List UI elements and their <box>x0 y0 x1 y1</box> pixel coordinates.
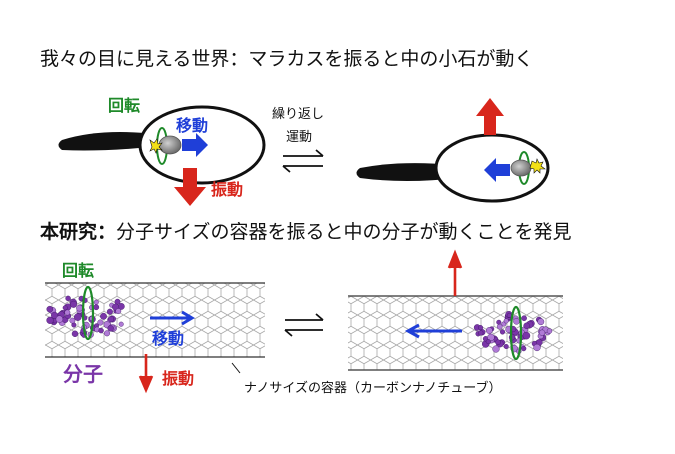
molecule-atom <box>100 312 107 320</box>
maracas-handle <box>58 132 160 151</box>
molecule-atom <box>93 304 100 311</box>
container-pointer <box>231 362 241 374</box>
molecule-atom <box>487 333 495 342</box>
movement-arrow-bottom-right <box>404 323 462 339</box>
molecule-atom <box>533 343 541 352</box>
rotation-orbit-bottom-right <box>509 305 523 361</box>
label-molecule: 分子 <box>63 362 103 386</box>
nanotube-right <box>348 249 563 371</box>
molecule-atom <box>71 330 79 337</box>
header-bottom-bold: 本研究： <box>40 221 117 243</box>
label-repeat-line1: 繰り返し <box>272 107 325 122</box>
molecule-atom <box>499 329 506 335</box>
molecule-atom <box>69 317 76 324</box>
nanotube-lattice-right <box>348 296 563 370</box>
molecule-cluster <box>46 295 125 338</box>
molecule-atom <box>93 299 99 305</box>
movement-arrow-right <box>484 158 510 182</box>
maracas-left <box>58 105 266 206</box>
molecule-atom <box>546 328 553 334</box>
molecule-atom <box>76 304 83 312</box>
vibration-arrow <box>174 168 206 206</box>
molecule-atom <box>538 329 546 336</box>
nanotube-lattice <box>45 283 265 357</box>
vibration-arrow-bottom-right <box>447 249 463 296</box>
nanotube-left <box>45 282 265 394</box>
equilibrium-arrows-top <box>282 149 324 173</box>
molecule-atom <box>478 325 484 331</box>
maracas-handle-right <box>356 163 458 181</box>
equilibrium-arrows-bottom <box>284 313 324 337</box>
molecule-atom <box>70 300 78 308</box>
movement-arrow-bottom <box>150 310 195 326</box>
molecule-atom <box>503 318 509 324</box>
label-repeat-line2: 運動 <box>286 130 313 145</box>
pebble-right <box>510 159 532 177</box>
molecule-atom <box>65 295 71 302</box>
label-rotation-bottom: 回転 <box>62 261 95 280</box>
molecule-atom <box>506 312 512 318</box>
vibration-arrow-bottom <box>138 354 154 394</box>
molecule-atom <box>106 308 113 315</box>
molecule-atom <box>46 305 54 313</box>
molecule-atom <box>114 298 121 305</box>
molecule-atom <box>478 330 484 336</box>
molecule-atom <box>513 317 520 325</box>
impact-spark <box>149 138 163 154</box>
movement-arrow <box>182 133 208 157</box>
molecule-atom <box>118 321 124 327</box>
header-bottom-rest: 分子サイズの容器を振ると中の分子が動くことを発見 <box>116 221 572 243</box>
molecule-atom <box>62 305 68 311</box>
molecule-atom <box>496 323 503 330</box>
impact-spark-right <box>529 158 546 174</box>
molecule-atom <box>115 308 122 314</box>
label-vibration-top: 振動 <box>211 180 244 199</box>
molecule-atom <box>55 315 64 323</box>
rotation-orbit-bottom <box>81 285 95 341</box>
label-rotation-top: 回転 <box>108 96 141 115</box>
molecule-atom <box>107 325 114 332</box>
molecule-atom <box>98 327 104 334</box>
molecule-atom <box>503 344 509 350</box>
molecule-atom <box>522 331 531 340</box>
molecule-atom <box>74 313 82 321</box>
maracas-right <box>356 98 550 203</box>
molecule-atom <box>107 316 115 323</box>
molecule-atom <box>521 315 527 322</box>
molecule-atom <box>485 327 493 334</box>
molecule-atom <box>46 316 54 324</box>
label-movement-top: 移動 <box>176 116 209 135</box>
vibration-arrow-right <box>476 98 504 135</box>
label-movement-bottom: 移動 <box>152 329 185 348</box>
molecule-atom <box>495 339 501 346</box>
molecule-atom <box>521 346 527 352</box>
pebble <box>158 135 182 155</box>
label-vibration-bottom: 振動 <box>162 369 195 388</box>
molecule-atom <box>492 345 500 353</box>
molecule-atom <box>97 319 104 326</box>
molecule-atom <box>103 330 110 337</box>
molecule-atom <box>537 318 545 326</box>
molecule-atom <box>496 319 502 325</box>
header-top: 我々の目に見える世界：マラカスを振ると中の小石が動く <box>40 48 534 70</box>
molecule-atom <box>485 339 491 345</box>
label-container: ナノサイズの容器（カーボンナノチューブ） <box>244 381 502 396</box>
molecule-atom <box>64 309 71 316</box>
molecule-atom <box>523 322 530 329</box>
header-bottom: 本研究：分子サイズの容器を振ると中の分子が動くことを発見 <box>40 223 571 242</box>
